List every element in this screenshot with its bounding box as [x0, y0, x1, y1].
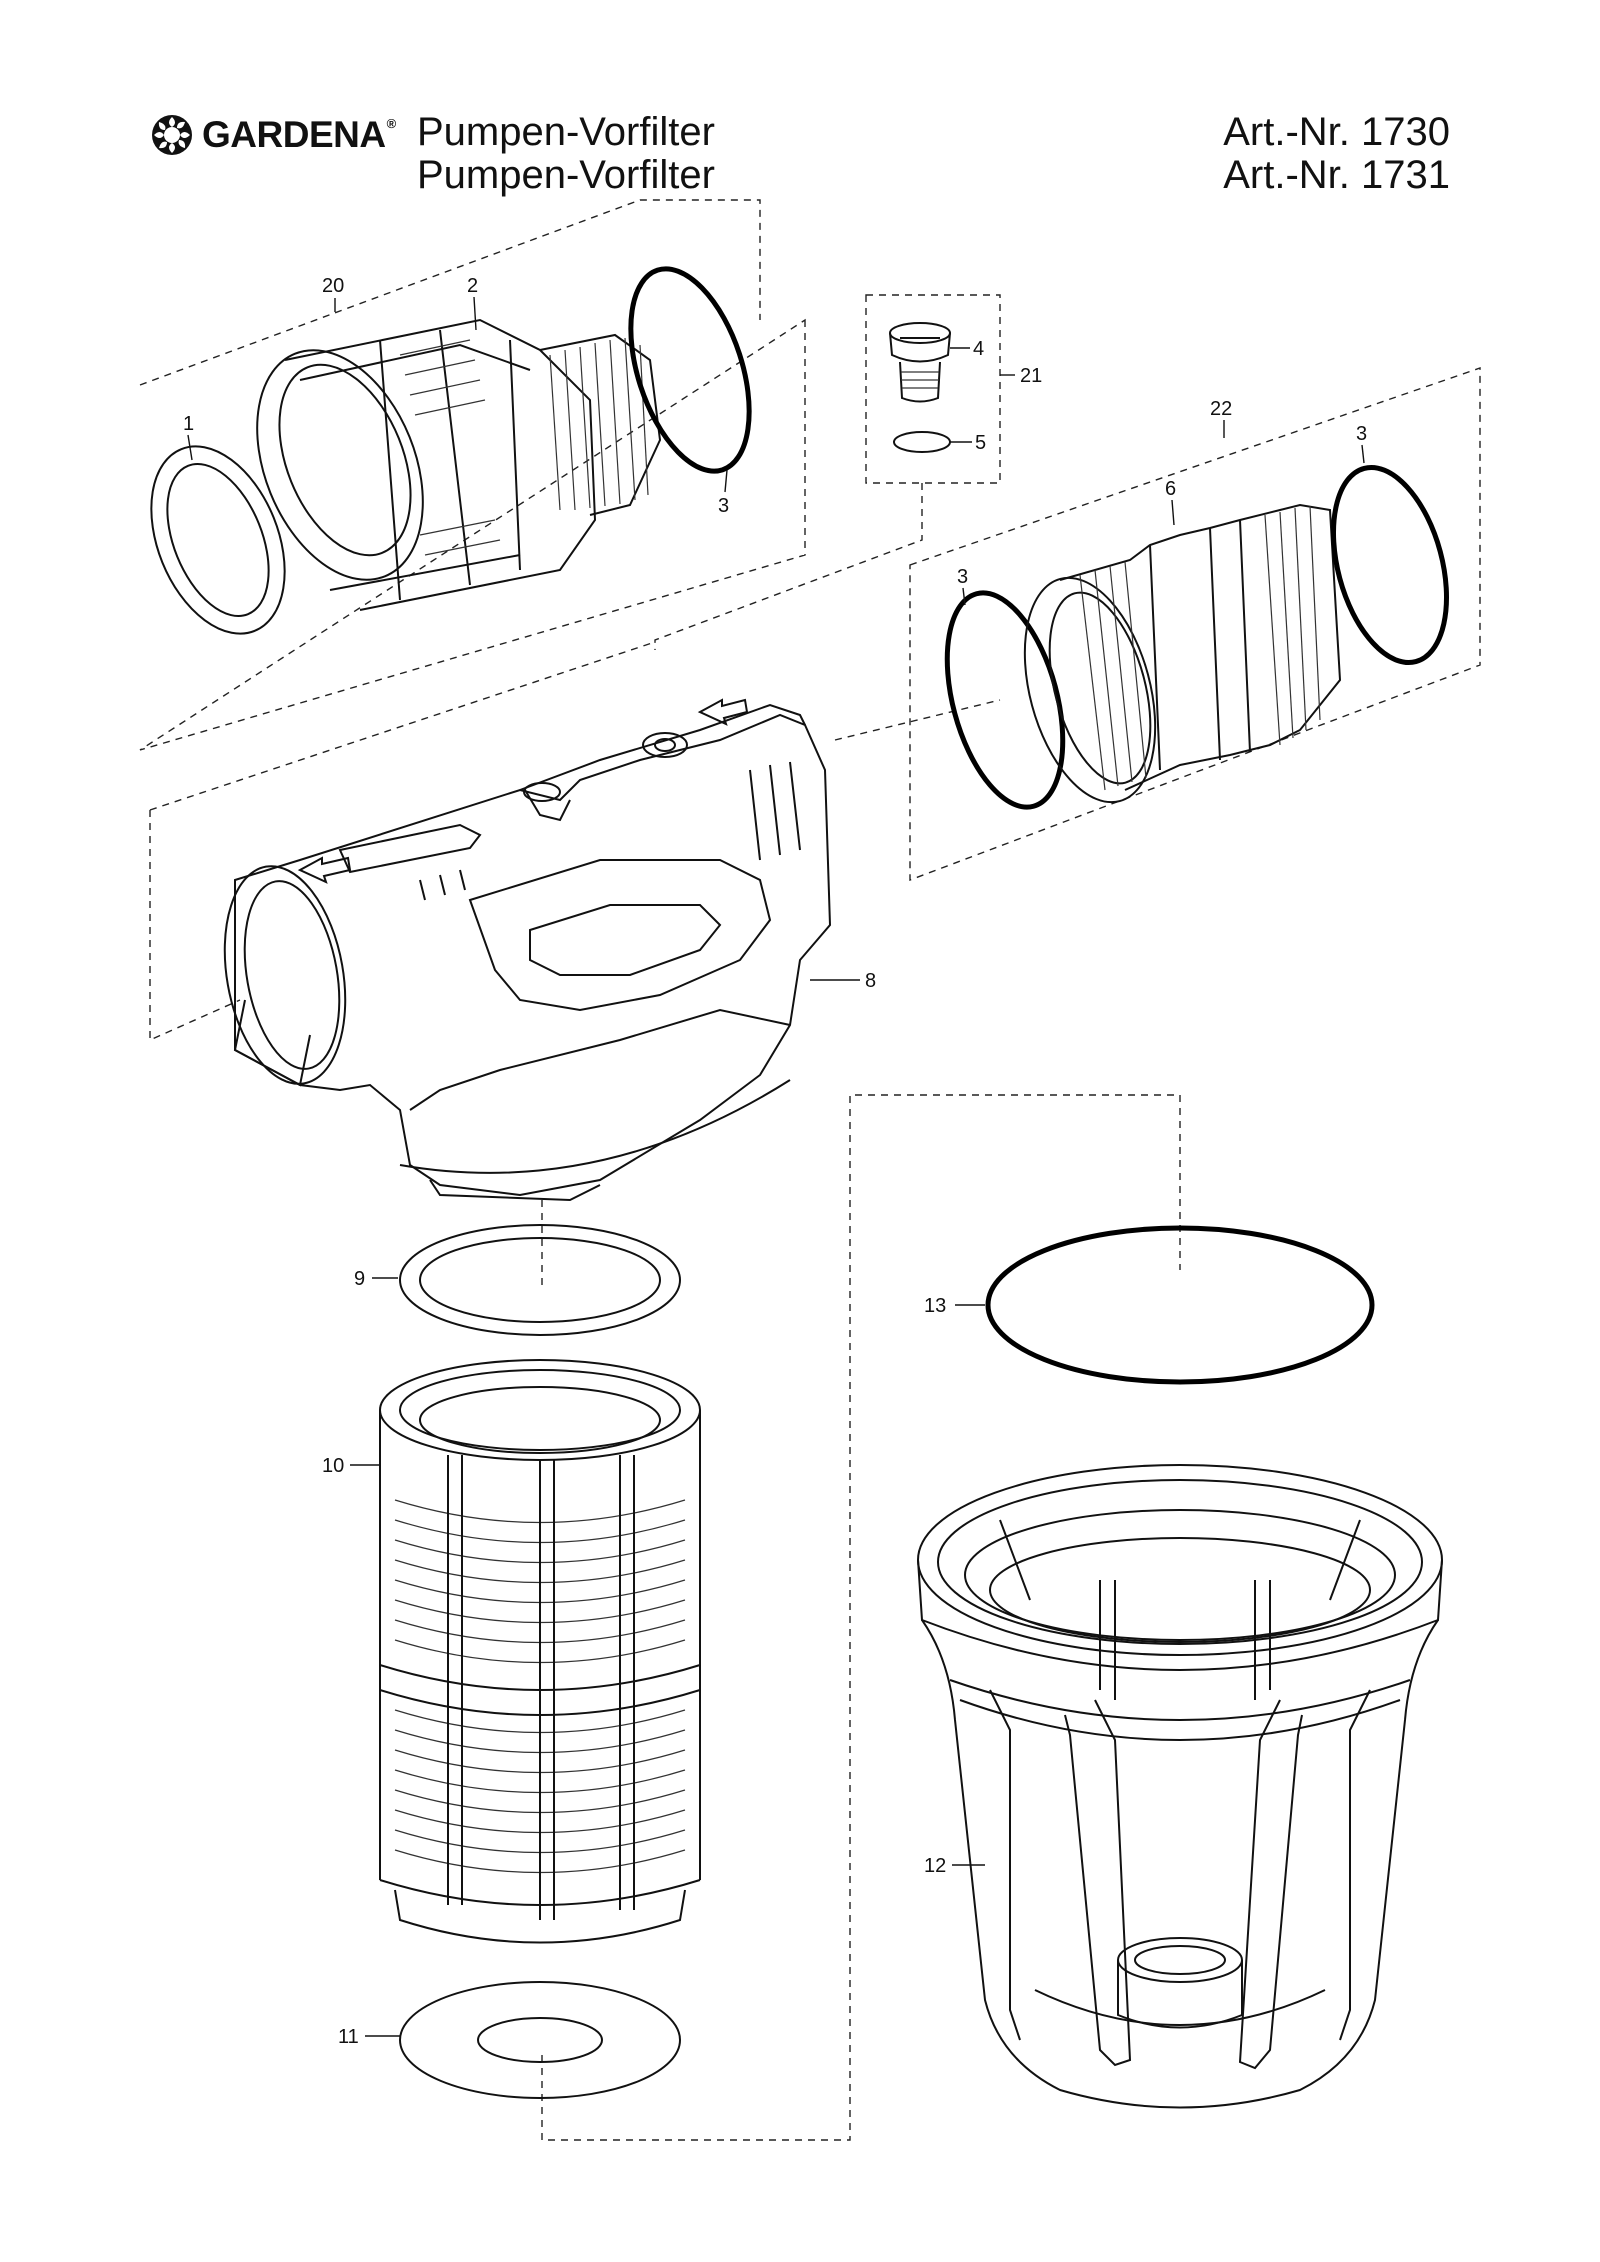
part-9-flat-seal: [399, 1224, 681, 1336]
part-3-o-ring-top: [628, 266, 752, 474]
part-3-o-ring-right: [1330, 464, 1450, 666]
callout-4: 4: [973, 338, 984, 360]
callout-6: 6: [1165, 478, 1176, 500]
callout-21: 21: [1020, 365, 1042, 387]
leader-3a: [724, 469, 728, 493]
part-3-o-ring-left: [944, 590, 1066, 810]
group-22-outline: [909, 367, 1481, 882]
callout-20: 20: [322, 275, 344, 297]
leader-3c: [1361, 444, 1365, 464]
callout-3-left: 3: [957, 566, 968, 588]
callout-22: 22: [1210, 398, 1232, 420]
part-11-washer: [399, 1981, 681, 2099]
body-8-outline-dash: [149, 641, 656, 1042]
callout-5: 5: [975, 432, 986, 454]
callout-8: 8: [865, 970, 876, 992]
part-4-plug-screw: [889, 322, 951, 403]
brand-name: GARDENA: [202, 114, 386, 155]
registered-mark: ®: [386, 115, 397, 131]
callout-11: 11: [338, 2026, 359, 2048]
article-number-2: Art.-Nr. 1731: [1223, 153, 1450, 197]
part-12-filter-bowl: [917, 1464, 1443, 2109]
leader-3b: [962, 587, 966, 606]
callout-3-right: 3: [1356, 423, 1367, 445]
arrow-icon-2: [697, 698, 749, 726]
leader-6: [1171, 499, 1175, 526]
callout-13: 13: [924, 1295, 946, 1317]
gardena-logo-icon: [152, 115, 192, 155]
callout-1: 1: [183, 413, 194, 435]
article-number-1: Art.-Nr. 1730: [1223, 110, 1450, 154]
part-2-union-nut: [256, 318, 662, 611]
part-8-filter-head: [223, 698, 832, 1202]
part-13-o-ring-large: [985, 1225, 1375, 1385]
leader-2: [473, 296, 477, 331]
part-6-double-nipple: [1023, 503, 1342, 804]
callout-10: 10: [322, 1455, 344, 1477]
group-20-outline: [139, 199, 806, 751]
dash-22-to-body: [834, 699, 1001, 741]
callout-3-top: 3: [718, 495, 729, 517]
axis-dash-bowl: [541, 1094, 1181, 2141]
callout-2: 2: [467, 275, 478, 297]
callout-12: 12: [924, 1855, 946, 1877]
part-10-filter-insert: [379, 1359, 701, 1944]
callout-9: 9: [354, 1268, 365, 1290]
leader-1: [187, 434, 193, 461]
dash-21-to-body: [654, 483, 923, 650]
part-1-seal-ring: [150, 445, 286, 635]
product-title: Pumpen-Vorfilter: [417, 110, 715, 154]
arrow-icon: [297, 856, 352, 884]
part-5-o-ring-small: [893, 431, 951, 453]
product-title-2: Pumpen-Vorfilter: [417, 153, 715, 197]
brand: GARDENA®: [150, 110, 396, 160]
